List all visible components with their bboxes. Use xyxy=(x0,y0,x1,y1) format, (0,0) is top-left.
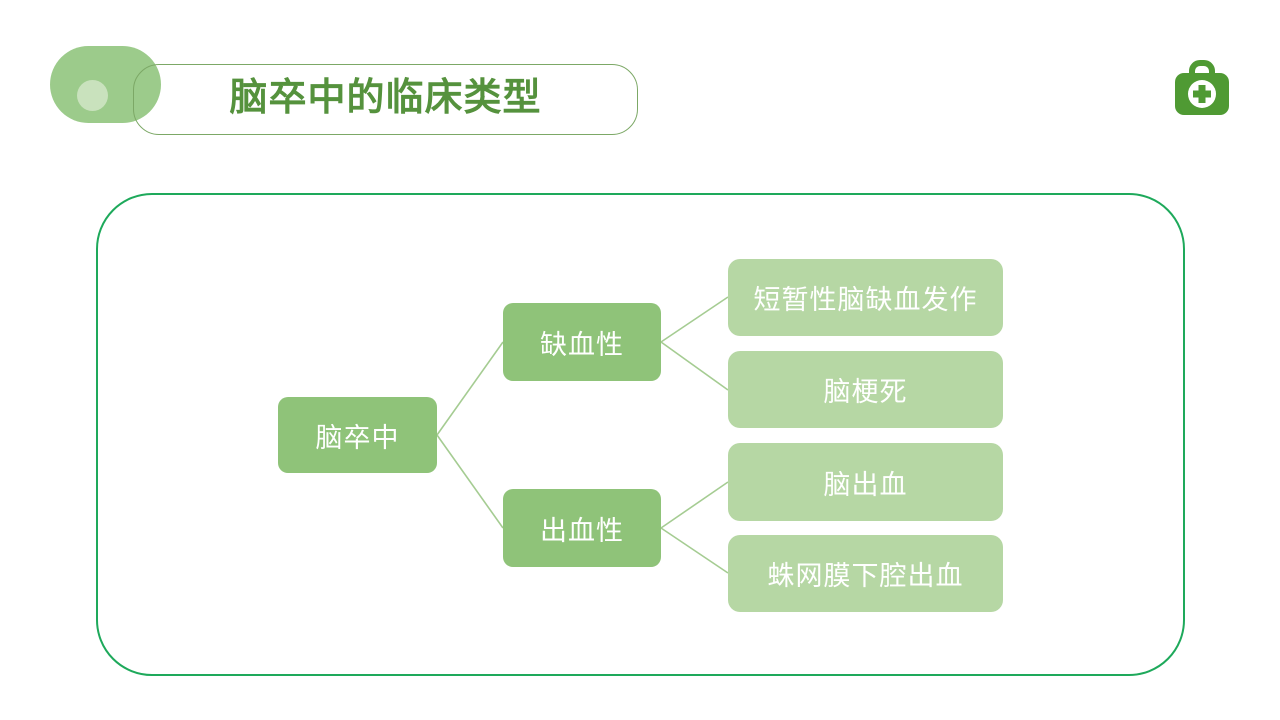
node-transient-ischemic-attack: 短暂性脑缺血发作 xyxy=(728,259,1003,336)
title-decoration-circle xyxy=(77,80,108,111)
first-aid-kit-icon xyxy=(1175,60,1229,115)
node-cerebral-infarction: 脑梗死 xyxy=(728,351,1003,428)
content-panel xyxy=(96,193,1185,676)
node-stroke-root: 脑卒中 xyxy=(278,397,437,473)
title-frame: 脑卒中的临床类型 xyxy=(133,64,638,135)
node-subarachnoid-hemorrhage: 蛛网膜下腔出血 xyxy=(728,535,1003,612)
page-title: 脑卒中的临床类型 xyxy=(229,76,542,119)
node-ischemic: 缺血性 xyxy=(503,303,661,381)
node-cerebral-hemorrhage: 脑出血 xyxy=(728,443,1003,521)
node-hemorrhagic: 出血性 xyxy=(503,489,661,567)
